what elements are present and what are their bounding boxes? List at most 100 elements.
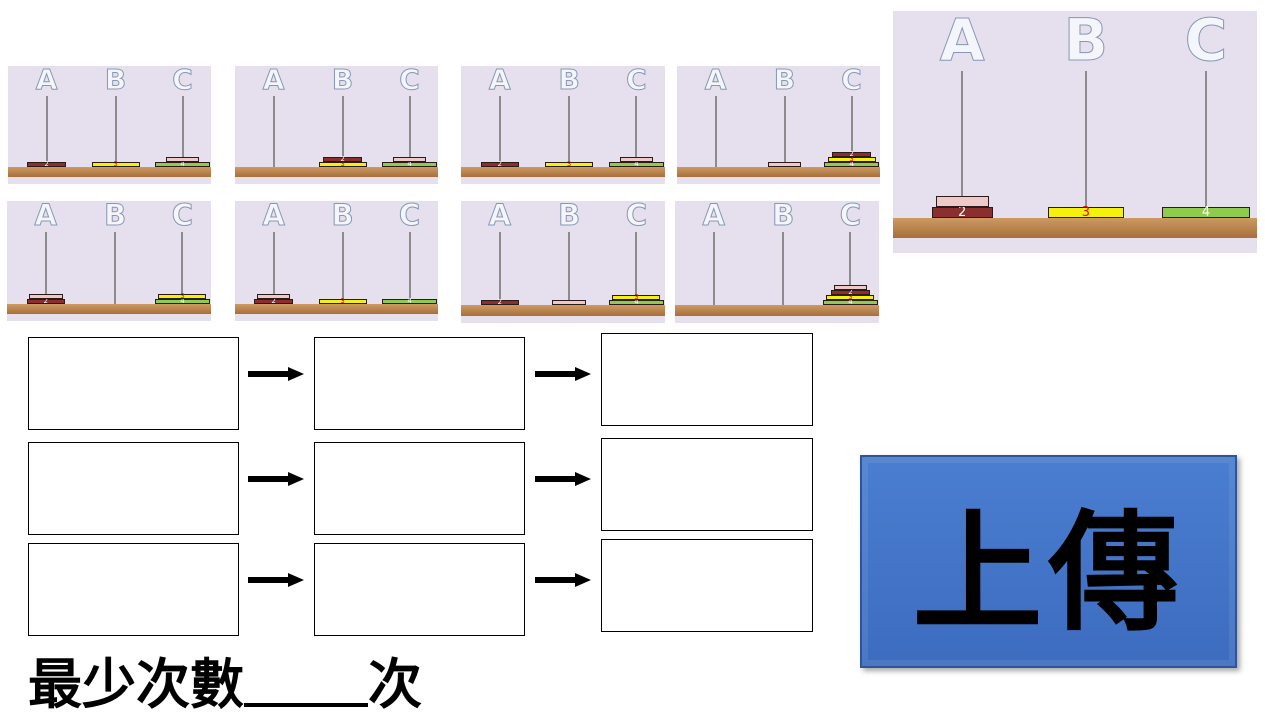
peg-label-b: B <box>558 66 580 96</box>
peg-label-b: B <box>104 201 127 232</box>
disk-number: 2 <box>849 150 854 158</box>
wooden-base <box>235 304 438 314</box>
wooden-base <box>235 167 438 177</box>
disk-4: 4 <box>1162 205 1250 220</box>
peg-rod <box>783 96 786 167</box>
disk-number: 4 <box>407 297 412 305</box>
disk-number: 2 <box>497 160 502 168</box>
disk-2: 2 <box>27 160 66 168</box>
peg-rod <box>714 96 717 167</box>
peg-label-b: B <box>1063 11 1109 74</box>
disk-3: 3 <box>318 297 367 305</box>
disk-number: 2 <box>848 288 853 296</box>
disk-1 <box>165 157 200 162</box>
peg-rod <box>44 232 47 304</box>
disk-4: 4 <box>608 160 665 168</box>
disk-number: 4 <box>634 160 639 168</box>
peg-rod <box>181 96 184 167</box>
disk-3: 3 <box>318 160 367 168</box>
peg-label-b: B <box>331 201 354 232</box>
peg-rod <box>272 232 275 304</box>
peg-rod <box>341 232 344 304</box>
right-arrow-icon <box>248 367 304 381</box>
peg-label-c: C <box>398 201 421 232</box>
disk-2: 2 <box>254 298 293 305</box>
disk-number: 4 <box>634 298 639 306</box>
disk-number: 2 <box>958 205 967 220</box>
peg-rod <box>850 96 853 167</box>
wooden-base <box>461 167 665 177</box>
disk-1 <box>833 285 868 290</box>
peg-label-c: C <box>172 66 194 96</box>
disk-4: 4 <box>381 161 438 168</box>
min-moves-prefix: 最少次數 <box>28 653 244 716</box>
peg-rod <box>341 96 344 167</box>
answer-box-r3-c1[interactable] <box>28 543 239 636</box>
peg-label-c: C <box>841 66 863 96</box>
peg-rod <box>408 96 411 167</box>
answer-box-r2-c3[interactable] <box>601 438 813 531</box>
disk-2: 2 <box>831 288 870 296</box>
disk-number: 3 <box>849 155 854 163</box>
peg-label-a: A <box>34 201 57 232</box>
disk-number: 4 <box>848 298 853 306</box>
peg-rod <box>181 232 184 304</box>
min-moves-line: 最少次數次 <box>28 640 422 719</box>
wooden-base <box>7 304 211 314</box>
peg-rod <box>568 232 571 305</box>
peg-label-c: C <box>171 201 194 232</box>
peg-label-a: A <box>488 201 511 232</box>
disk-number: 2 <box>43 297 48 305</box>
disk-number: 2 <box>340 155 345 163</box>
disk-number: 3 <box>340 160 345 168</box>
peg-label-c: C <box>626 66 648 96</box>
answer-box-r3-c2[interactable] <box>314 543 525 636</box>
peg-rod <box>568 96 571 167</box>
disk-4: 4 <box>154 298 211 305</box>
peg-rod <box>1084 71 1087 218</box>
disk-number: 3 <box>566 160 572 168</box>
answer-box-r2-c2[interactable] <box>314 442 525 535</box>
answer-box-r2-c1[interactable] <box>28 442 239 535</box>
peg-rod <box>114 96 117 167</box>
upload-button-label: 上傳 <box>912 496 1185 649</box>
disk-3: 3 <box>91 161 140 168</box>
disk-4: 4 <box>154 161 211 168</box>
peg-rod <box>712 232 715 305</box>
right-arrow-icon <box>248 472 304 486</box>
peg-label-c: C <box>625 201 648 232</box>
answer-box-r1-c3[interactable] <box>601 333 813 426</box>
disk-1 <box>935 196 989 207</box>
upload-button[interactable]: 上傳 <box>860 455 1237 668</box>
answer-box-r3-c3[interactable] <box>601 539 813 632</box>
disk-number: 2 <box>44 160 49 168</box>
disk-1 <box>28 294 63 299</box>
answer-box-r1-c1[interactable] <box>28 337 239 430</box>
peg-rod <box>961 71 964 218</box>
disk-1 <box>392 157 427 162</box>
disk-3: 3 <box>612 294 661 301</box>
disk-number: 2 <box>497 298 502 306</box>
answer-box-r1-c2[interactable] <box>314 337 525 430</box>
disk-3: 3 <box>827 155 876 163</box>
disk-3: 3 <box>158 292 207 300</box>
min-moves-blank[interactable] <box>244 653 368 707</box>
disk-2: 2 <box>323 155 362 163</box>
disk-number: 3 <box>180 292 185 300</box>
disk-number: 4 <box>1201 205 1211 220</box>
disk-1 <box>256 294 291 299</box>
wooden-base <box>677 167 880 177</box>
disk-2: 2 <box>480 160 519 168</box>
disk-4: 4 <box>822 298 879 306</box>
disk-number: 3 <box>340 297 345 305</box>
disk-2: 2 <box>832 150 871 158</box>
peg-label-b: B <box>104 66 127 96</box>
